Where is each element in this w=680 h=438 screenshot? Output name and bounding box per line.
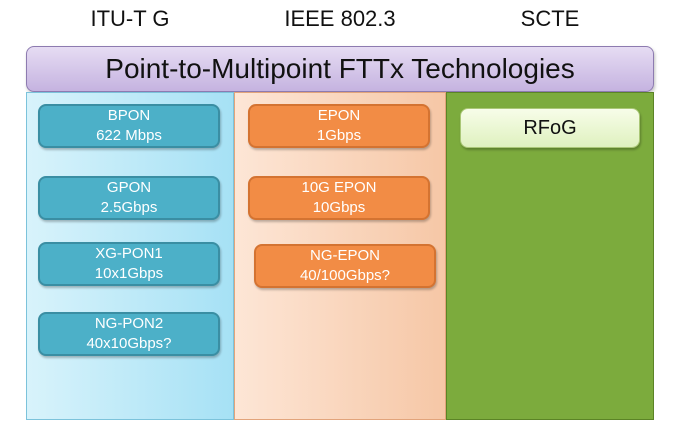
ieee-box-ng-epon: NG-EPON 40/100Gbps? xyxy=(254,244,436,288)
itu-box-gpon: GPON 2.5Gbps xyxy=(38,176,220,220)
ieee-box-rate: 10Gbps xyxy=(312,199,366,216)
header-itu-t-g: ITU-T G xyxy=(90,6,170,31)
scte-box-rfog: RFoG xyxy=(460,108,640,148)
itu-box-ng-pon2: NG-PON2 40x10Gbps? xyxy=(38,312,220,356)
ieee-box-name: EPON xyxy=(317,107,361,124)
itu-box-rate: 10x1Gbps xyxy=(94,265,164,282)
ieee-box-name: NG-EPON xyxy=(309,247,380,264)
scte-box-name: RFoG xyxy=(523,117,577,139)
ieee-box-epon: EPON 1Gbps xyxy=(248,104,430,148)
itu-box-name: BPON xyxy=(107,107,151,124)
header-scte: SCTE xyxy=(520,6,580,31)
ieee-box-10g-epon: 10G EPON 10Gbps xyxy=(248,176,430,220)
itu-box-xg-pon1: XG-PON1 10x1Gbps xyxy=(38,242,220,286)
header-ieee-802-3: IEEE 802.3 xyxy=(284,6,396,31)
itu-box-bpon: BPON 622 Mbps xyxy=(38,104,220,148)
title-banner: Point-to-Multipoint FTTx Technologies xyxy=(26,46,654,92)
itu-box-name: XG-PON1 xyxy=(95,245,163,262)
itu-box-rate: 40x10Gbps? xyxy=(86,335,172,352)
ieee-box-rate: 40/100Gbps? xyxy=(299,267,391,284)
ieee-box-rate: 1Gbps xyxy=(316,127,362,144)
itu-box-name: NG-PON2 xyxy=(94,315,164,332)
itu-box-name: GPON xyxy=(106,179,152,196)
ieee-box-name: 10G EPON xyxy=(301,179,377,196)
itu-box-rate: 622 Mbps xyxy=(96,127,162,144)
itu-box-rate: 2.5Gbps xyxy=(100,199,158,216)
